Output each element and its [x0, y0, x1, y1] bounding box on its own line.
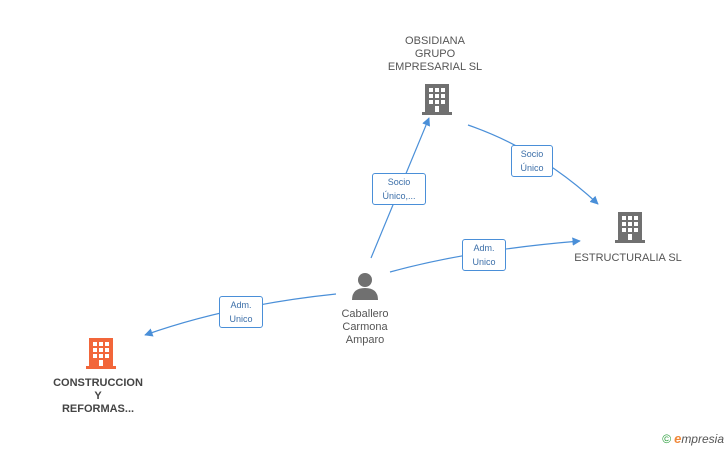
brand-logo: empresia — [674, 431, 724, 446]
company-label-obsidiana[interactable]: OBSIDIANA GRUPO EMPRESARIAL SL — [387, 35, 483, 73]
edge-label-socio-unico-estructuralia: Socio Único — [511, 145, 553, 177]
brand-logo-rest: mpresia — [681, 432, 724, 446]
edge-label-adm-unico-construccion: Adm. Unico — [219, 296, 263, 328]
person-icon[interactable] — [352, 273, 378, 300]
edge-label-socio-unico-obsidiana: Socio Único,... — [372, 173, 426, 205]
building-icon[interactable] — [86, 338, 116, 369]
building-icon[interactable] — [422, 84, 452, 115]
brand-watermark: © empresia — [662, 431, 724, 446]
copyright-icon: © — [662, 431, 672, 446]
brand-logo-initial: e — [674, 431, 682, 446]
edge-label-adm-unico-estructuralia: Adm. Unico — [462, 239, 506, 271]
building-icon[interactable] — [615, 212, 645, 243]
person-label[interactable]: Caballero Carmona Amparo — [341, 308, 389, 346]
company-label-construccion[interactable]: CONSTRUCCION Y REFORMAS... — [53, 377, 143, 415]
company-label-estructuralia[interactable]: ESTRUCTURALIA SL — [574, 252, 682, 264]
